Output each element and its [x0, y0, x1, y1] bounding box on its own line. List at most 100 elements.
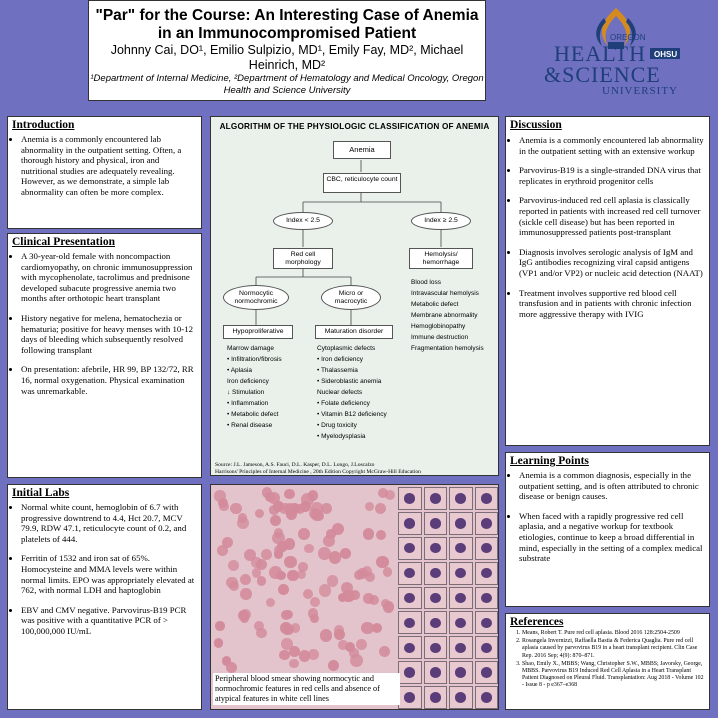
- clinical-list: A 30-year-old female with noncompaction …: [8, 251, 197, 396]
- list-item: Normal white count, hemoglobin of 6.7 wi…: [21, 502, 197, 544]
- algorithm-list-item: Marrow damage: [227, 345, 274, 352]
- red-blood-cell: [269, 514, 281, 526]
- svg-text:OHSU: OHSU: [654, 50, 677, 59]
- red-blood-cell: [284, 488, 296, 500]
- title-banner: "Par" for the Course: An Interesting Cas…: [88, 0, 486, 101]
- smear-caption: Peripheral blood smear showing normocyti…: [213, 673, 400, 705]
- red-blood-cell: [240, 587, 252, 600]
- red-blood-cell: [290, 623, 301, 633]
- red-blood-cell: [376, 555, 389, 569]
- red-blood-cell: [383, 601, 395, 613]
- list-item: Anemia is a commonly encountered lab abn…: [519, 135, 705, 156]
- algorithm-list-item: • Thalassemia: [317, 367, 358, 374]
- red-cell-morphology-box: Red cell morphology: [273, 248, 333, 269]
- red-blood-cell: [384, 489, 395, 500]
- algorithm-title: ALGORITHM OF THE PHYSIOLOGIC CLASSIFICAT…: [219, 122, 490, 131]
- algorithm-list-item: • Sideroblastic anemia: [317, 378, 382, 385]
- red-blood-cell: [338, 640, 348, 650]
- red-blood-cell: [237, 513, 248, 523]
- list-item: Means, Robert T. Pure red cell aplasia. …: [522, 630, 706, 637]
- red-blood-cell: [279, 502, 291, 515]
- list-item: On presentation: afebrile, HR 99, BP 132…: [21, 364, 197, 396]
- red-blood-cell: [266, 597, 276, 607]
- red-blood-cell: [340, 547, 351, 559]
- red-blood-cell: [296, 569, 306, 579]
- list-item: Ferritin of 1532 and iron sat of 65%. Ho…: [21, 553, 197, 595]
- red-blood-cell: [279, 650, 290, 661]
- list-item: Treatment involves supportive red blood …: [519, 288, 705, 320]
- clinical-presentation-section: Clinical Presentation A 30-year-old fema…: [7, 233, 202, 478]
- ohsu-logo: OREGON HEALTH OHSU &SCIENCE UNIVERSITY: [538, 4, 698, 97]
- red-blood-cell: [344, 641, 355, 652]
- algorithm-list-item: Nuclear defects: [317, 389, 363, 396]
- algorithm-list-item: Immune destruction: [411, 334, 469, 341]
- red-blood-cell: [237, 609, 250, 622]
- red-blood-cell: [326, 528, 336, 539]
- red-blood-cell: [281, 638, 293, 650]
- red-blood-cell: [319, 629, 333, 642]
- red-blood-cell: [276, 540, 289, 553]
- red-blood-cell: [379, 646, 391, 658]
- list-item: EBV and CMV negative. Parvovirus-B19 PCR…: [21, 605, 197, 637]
- list-item: History negative for melena, hematochezi…: [21, 313, 197, 355]
- red-blood-cell: [310, 509, 322, 521]
- red-blood-cell: [375, 503, 387, 515]
- normocytic-oval: Normocytic normochromic: [223, 285, 289, 310]
- algorithm-list-item: Iron deficiency: [227, 378, 269, 385]
- red-blood-cell: [255, 508, 265, 518]
- red-blood-cell: [284, 556, 297, 569]
- learning-list: Anemia is a common diagnosis, especially…: [506, 470, 705, 564]
- red-blood-cell: [213, 638, 224, 649]
- red-blood-cell: [257, 576, 267, 586]
- red-blood-cell: [333, 624, 345, 636]
- red-blood-cell: [251, 557, 262, 568]
- red-blood-cell: [376, 530, 387, 541]
- microcytic-oval: Micro or macrocytic: [321, 285, 381, 310]
- red-blood-cell: [328, 659, 340, 671]
- red-blood-cell: [303, 543, 314, 554]
- list-item: Anemia is a common diagnosis, especially…: [519, 470, 705, 502]
- labs-list: Normal white count, hemoglobin of 6.7 wi…: [8, 502, 197, 637]
- red-blood-cell: [269, 505, 279, 515]
- red-blood-cell: [283, 538, 295, 550]
- anemia-box: Anemia: [333, 141, 391, 159]
- red-blood-cell: [298, 650, 311, 662]
- algorithm-list-item: • Drug toxicity: [317, 422, 357, 429]
- red-blood-cell: [308, 649, 319, 660]
- red-blood-cell: [227, 559, 240, 572]
- svg-text:UNIVERSITY: UNIVERSITY: [602, 85, 678, 96]
- algorithm-list-item: • Infiltration/fibrosis: [227, 356, 282, 363]
- maturation-list: Cytoplasmic defects• Iron deficiency• Th…: [317, 345, 407, 444]
- list-item: Rosangela Invernizzi, Raffaella Bastia &…: [522, 638, 706, 660]
- red-blood-cell: [349, 590, 360, 600]
- algorithm-list-item: Intravascular hemolysis: [411, 290, 479, 297]
- references-list: Means, Robert T. Pure red cell aplasia. …: [506, 630, 706, 690]
- red-blood-cell: [328, 551, 342, 564]
- index-high-oval: Index ≥ 2.5: [411, 212, 471, 230]
- red-blood-cell: [225, 662, 237, 673]
- red-blood-cell: [253, 620, 264, 631]
- red-blood-cell: [280, 610, 291, 621]
- list-item: A 30-year-old female with noncompaction …: [21, 251, 197, 304]
- white-cell-panel: [398, 487, 498, 709]
- index-low-oval: Index < 2.5: [273, 212, 333, 230]
- red-blood-cell: [381, 599, 391, 609]
- algorithm-list-item: • Metabolic defect: [227, 411, 279, 418]
- algorithm-list-item: ↓ Stimulation: [227, 389, 265, 396]
- red-blood-cell: [322, 535, 335, 548]
- red-blood-cell: [382, 567, 393, 577]
- red-blood-cell: [302, 589, 313, 600]
- svg-text:HEALTH: HEALTH: [554, 41, 646, 66]
- svg-text:&SCIENCE: &SCIENCE: [544, 62, 661, 87]
- red-blood-cell: [228, 580, 240, 592]
- red-blood-cell: [221, 656, 232, 666]
- affiliations: ¹Department of Internal Medicine, ²Depar…: [90, 73, 484, 96]
- red-blood-cell: [214, 490, 226, 502]
- hypoproliferative-box: Hypoproliferative: [223, 325, 293, 339]
- references-heading: References: [510, 616, 564, 628]
- discussion-heading: Discussion: [510, 119, 562, 131]
- red-blood-cell: [289, 645, 301, 657]
- clinical-heading: Clinical Presentation: [12, 236, 115, 248]
- initial-labs-section: Initial Labs Normal white count, hemoglo…: [7, 484, 202, 710]
